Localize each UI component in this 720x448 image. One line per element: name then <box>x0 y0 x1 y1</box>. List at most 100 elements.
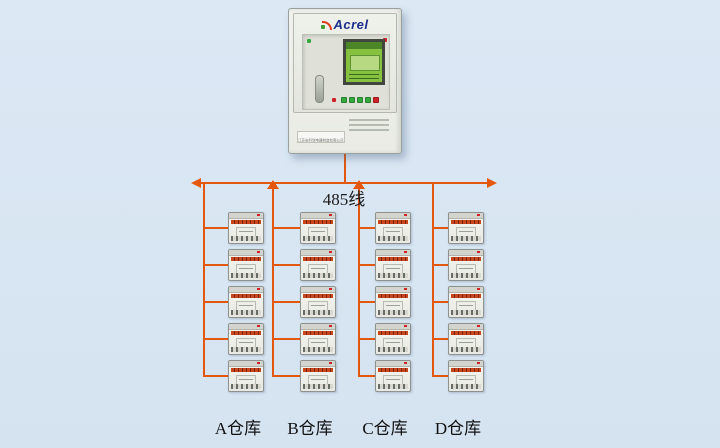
meter-device <box>300 360 336 392</box>
lcd-chart-area <box>350 55 380 71</box>
meter-led-icon <box>257 325 260 327</box>
meter-led-icon <box>477 325 480 327</box>
cabinet-nameplate: 江苏安科瑞电器制造有限公司 <box>297 131 345 143</box>
meter-device <box>375 249 411 281</box>
acrel-logo: Acrel <box>294 17 396 32</box>
panel-button-green-icon <box>365 97 371 103</box>
meter-bottom-terminals <box>451 347 481 352</box>
arrow-left-icon <box>191 178 201 188</box>
meter-led-icon <box>257 288 260 290</box>
meter-led-icon <box>404 362 407 364</box>
meter-top-cover <box>376 287 410 293</box>
meter-bottom-terminals <box>378 310 408 315</box>
meter-device <box>300 323 336 355</box>
panel-button-green-icon <box>349 97 355 103</box>
meter-led-icon <box>329 214 332 216</box>
meter-top-cover <box>449 287 483 293</box>
meter-led-icon <box>329 325 332 327</box>
meter-top-cover <box>301 324 335 330</box>
meter-bottom-terminals <box>451 384 481 389</box>
meter-terminal-strip <box>378 331 408 335</box>
meter-device <box>300 286 336 318</box>
meter-terminal-strip <box>451 220 481 224</box>
meter-terminal-strip <box>451 257 481 261</box>
meter-led-icon <box>329 251 332 253</box>
meter-device <box>448 286 484 318</box>
meter-terminal-strip <box>303 257 333 261</box>
meter-terminal-strip <box>378 257 408 261</box>
meter-device <box>228 249 264 281</box>
warehouse-b-devices <box>300 212 336 392</box>
meter-terminal-strip <box>378 368 408 372</box>
meter-terminal-strip <box>231 257 261 261</box>
meter-led-icon <box>404 325 407 327</box>
meter-terminal-strip <box>303 294 333 298</box>
meter-device <box>375 360 411 392</box>
meter-led-icon <box>404 251 407 253</box>
meter-bottom-terminals <box>451 236 481 241</box>
meter-device <box>228 286 264 318</box>
warehouse-a-label: A仓库 <box>214 419 262 438</box>
meter-bottom-terminals <box>378 384 408 389</box>
meter-led-icon <box>257 251 260 253</box>
meter-bottom-terminals <box>231 347 261 352</box>
meter-device <box>375 286 411 318</box>
meter-top-cover <box>229 250 263 256</box>
meter-bottom-terminals <box>231 273 261 278</box>
meter-bottom-terminals <box>378 236 408 241</box>
meter-top-cover <box>449 250 483 256</box>
meter-bottom-terminals <box>303 236 333 241</box>
meter-top-cover <box>449 361 483 367</box>
meter-top-cover <box>376 250 410 256</box>
warehouse-d-devices <box>448 212 484 392</box>
warehouse-b-label: B仓库 <box>287 419 333 438</box>
arrow-up-icon <box>267 180 279 189</box>
button-row <box>341 97 379 103</box>
meter-bottom-terminals <box>451 273 481 278</box>
meter-top-cover <box>449 213 483 219</box>
meter-device <box>448 249 484 281</box>
meter-led-icon <box>329 288 332 290</box>
meter-bottom-terminals <box>303 347 333 352</box>
status-led-red-icon <box>383 38 387 42</box>
meter-bottom-terminals <box>451 310 481 315</box>
meter-device <box>375 212 411 244</box>
meter-led-icon <box>404 288 407 290</box>
meter-top-cover <box>301 287 335 293</box>
meter-device <box>448 323 484 355</box>
warehouse-a-devices <box>228 212 264 392</box>
meter-device <box>300 212 336 244</box>
meter-top-cover <box>376 324 410 330</box>
meter-device <box>300 249 336 281</box>
meter-led-icon <box>404 214 407 216</box>
meter-top-cover <box>229 361 263 367</box>
meter-bottom-terminals <box>378 273 408 278</box>
bus-485-label: 485线 <box>322 190 366 209</box>
acrel-logo-icon <box>321 21 333 30</box>
lcd-text-line <box>349 78 379 79</box>
meter-terminal-strip <box>451 368 481 372</box>
meter-terminal-strip <box>303 331 333 335</box>
meter-bottom-terminals <box>231 236 261 241</box>
meter-led-icon <box>477 214 480 216</box>
meter-terminal-strip <box>451 331 481 335</box>
door-handle <box>315 75 324 103</box>
meter-led-icon <box>477 362 480 364</box>
meter-terminal-strip <box>231 294 261 298</box>
meter-top-cover <box>301 213 335 219</box>
meter-bottom-terminals <box>378 347 408 352</box>
panel-button-red-icon <box>373 97 379 103</box>
meter-device <box>228 212 264 244</box>
meter-terminal-strip <box>303 220 333 224</box>
meter-terminal-strip <box>231 331 261 335</box>
meter-terminal-strip <box>378 294 408 298</box>
meter-device <box>228 323 264 355</box>
nameplate-text: 江苏安科瑞电器制造有限公司 <box>298 139 344 143</box>
cabinet-door: Acrel <box>293 13 397 113</box>
warehouse-c-devices <box>375 212 411 392</box>
arrow-right-icon <box>487 178 497 188</box>
warehouse-d-label: D仓库 <box>434 419 482 438</box>
meter-terminal-strip <box>451 294 481 298</box>
acrel-brand-text: Acrel <box>333 17 369 32</box>
